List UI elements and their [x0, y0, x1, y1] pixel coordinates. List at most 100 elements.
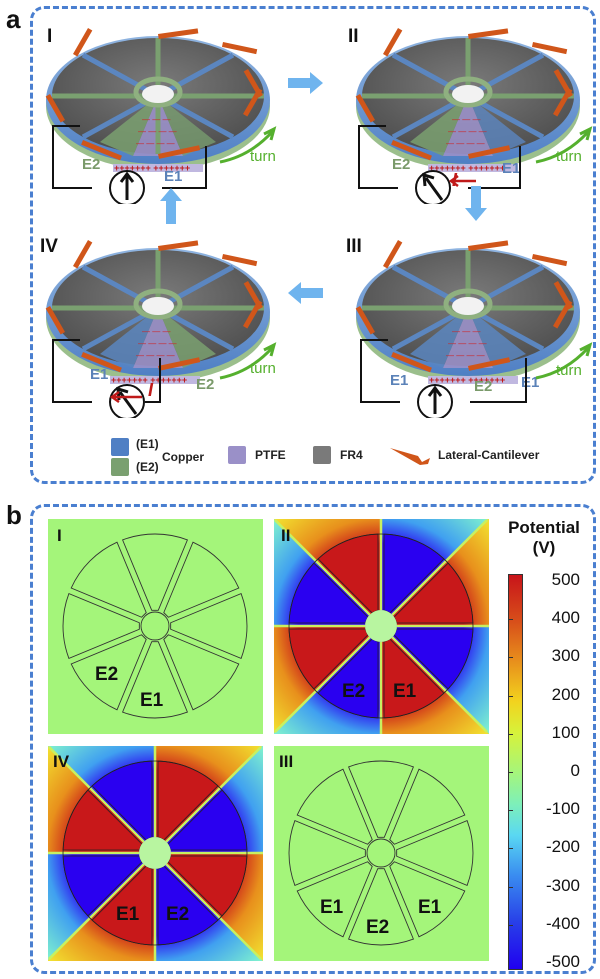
potential-map-iii	[274, 746, 489, 961]
stage-iii-turn-label: turn	[556, 362, 582, 379]
electrode-sector-outline	[163, 541, 240, 618]
svg-text:— — — —: — — — —	[136, 351, 175, 360]
stage-iii-circuit	[360, 339, 593, 418]
colorbar-tick-mark	[509, 619, 513, 621]
stage-i-label: I	[47, 26, 53, 47]
panel-a-frame	[30, 6, 596, 484]
colorbar-tick-mark	[509, 848, 513, 850]
electrode-sector-outline	[389, 768, 466, 845]
electrode-sector-outline	[347, 760, 415, 838]
potential-map-ii	[274, 519, 489, 734]
stage-i-circuit	[52, 125, 277, 204]
stage-iv-turn-label: turn	[250, 360, 276, 377]
stage-iv-label: IV	[40, 236, 58, 257]
colorbar-gradient	[508, 574, 523, 970]
electrode-sector-outline	[288, 819, 366, 887]
svg-text:— — — —: — — — —	[448, 339, 487, 348]
map-i-label-e2: E2	[95, 664, 119, 685]
electrode-sector-outline	[389, 861, 466, 938]
gap-line	[391, 636, 488, 733]
map-iv-label-e1: E1	[116, 904, 140, 925]
colorbar-tick-label: 500	[551, 570, 580, 589]
svg-text:+++++++ +++++++: +++++++ +++++++	[429, 163, 505, 173]
stage-ii-device: +++++++ +++++++ — — —— — — —— — — —	[355, 28, 580, 173]
electrode-sector-outline	[296, 768, 373, 845]
map-iii-label-e1-left: E1	[320, 897, 344, 918]
panel-b-frame	[30, 504, 596, 974]
ptfe-edge	[113, 164, 203, 172]
arrow-iii-to-iv-icon	[288, 282, 323, 304]
gap-line	[165, 863, 262, 960]
legend-e2-cube-icon	[111, 458, 129, 476]
colorbar-tick-mark	[509, 733, 513, 735]
stage-iv-right-electrode: E2	[196, 376, 215, 393]
svg-text:— — —: — — —	[452, 327, 480, 336]
stage-i-right-electrode: E1	[164, 168, 183, 185]
legend-copper-label: Copper	[162, 450, 204, 464]
stage-iv-left-electrode: E1	[90, 366, 109, 383]
arrow-ii-to-iii-icon	[465, 186, 487, 221]
stage-iv-current-label: I	[148, 380, 154, 400]
meter-needle-icon	[119, 171, 135, 200]
legend-cantilever-icon	[390, 448, 430, 465]
map-iv-label: IV	[53, 752, 70, 771]
electrode-sector-outline	[347, 868, 415, 946]
stage-ii-left-electrode: E2	[392, 156, 411, 173]
colorbar-tick-label: -100	[545, 799, 580, 819]
svg-text:— — —: — — —	[142, 327, 170, 336]
legend-e1-label: (E1)	[136, 437, 159, 451]
colorbar-title: Potential (V)	[494, 518, 594, 558]
meter-needle-icon	[427, 385, 443, 414]
svg-text:— — — —: — — — —	[446, 139, 485, 148]
colorbar-tick-label: 400	[551, 608, 580, 628]
svg-text:— — — —: — — — —	[138, 127, 177, 136]
map-background	[274, 746, 489, 961]
turn-arrow-icon	[219, 342, 277, 380]
colorbar-tick-mark	[509, 772, 513, 773]
electrode-sector-outline	[163, 634, 240, 711]
gap-line	[48, 863, 145, 960]
legend-e1-cube-icon	[111, 438, 129, 456]
arrow-i-to-ii-icon	[288, 72, 323, 94]
turn-arrow-icon	[535, 342, 593, 380]
legend-fr4-cube-icon	[313, 446, 331, 464]
stage-iii-device: +++++++ +++++++ — — —— — — —— — — —	[355, 240, 580, 385]
arrow-iv-to-i-icon	[160, 188, 182, 224]
stage-i-left-electrode: E2	[82, 156, 101, 173]
map-iv-label-e2: E2	[166, 904, 190, 925]
stage-iii-mid-electrode: E2	[474, 378, 493, 395]
colorbar-tick-label: -500	[545, 952, 580, 971]
cantilevers	[45, 28, 263, 161]
stage-iv-device: +++++++ +++++++ — — — — — — — — — — —	[45, 240, 270, 385]
e2-sector	[100, 96, 158, 156]
colorbar-tick-label: 100	[551, 722, 580, 742]
electrode-sector-outline	[396, 819, 474, 887]
hub-hole	[142, 85, 174, 103]
map-iii-label-e2: E2	[366, 917, 390, 938]
electrode-sector-outline	[170, 592, 248, 660]
svg-text:+++++++ +++++++: +++++++ +++++++	[429, 375, 505, 385]
svg-text:— — — —: — — — —	[138, 339, 177, 348]
colorbar-title-line1: Potential	[508, 518, 580, 537]
stage-i-device: +++++++ +++++++ — — —— — — —— — — —	[45, 28, 270, 173]
map-background	[48, 519, 263, 734]
hub-center	[365, 610, 397, 642]
svg-text:— — —: — — —	[452, 115, 480, 124]
svg-text:— — —: — — —	[142, 115, 170, 124]
turn-arrow-icon	[219, 126, 277, 164]
svg-text:+++++++ +++++++: +++++++ +++++++	[111, 375, 187, 385]
electrode-sector-outline	[70, 541, 147, 618]
electrode-sector-outline	[121, 641, 189, 719]
svg-text:— — — —: — — — —	[136, 139, 175, 148]
hub-ring	[133, 76, 183, 108]
gap-line	[391, 519, 488, 616]
electrode-sector-outline	[121, 533, 189, 611]
legend-ptfe-cube-icon	[228, 446, 246, 464]
map-ii-label-e2: E2	[342, 681, 366, 702]
map-i-label: I	[57, 526, 62, 545]
stage-iii-left-electrode: E1	[390, 372, 409, 389]
gap-line	[48, 746, 145, 843]
hub-outline	[140, 611, 170, 641]
stage-iv-current-arrow-icon	[110, 390, 142, 404]
turn-arrow-icon	[535, 126, 593, 164]
